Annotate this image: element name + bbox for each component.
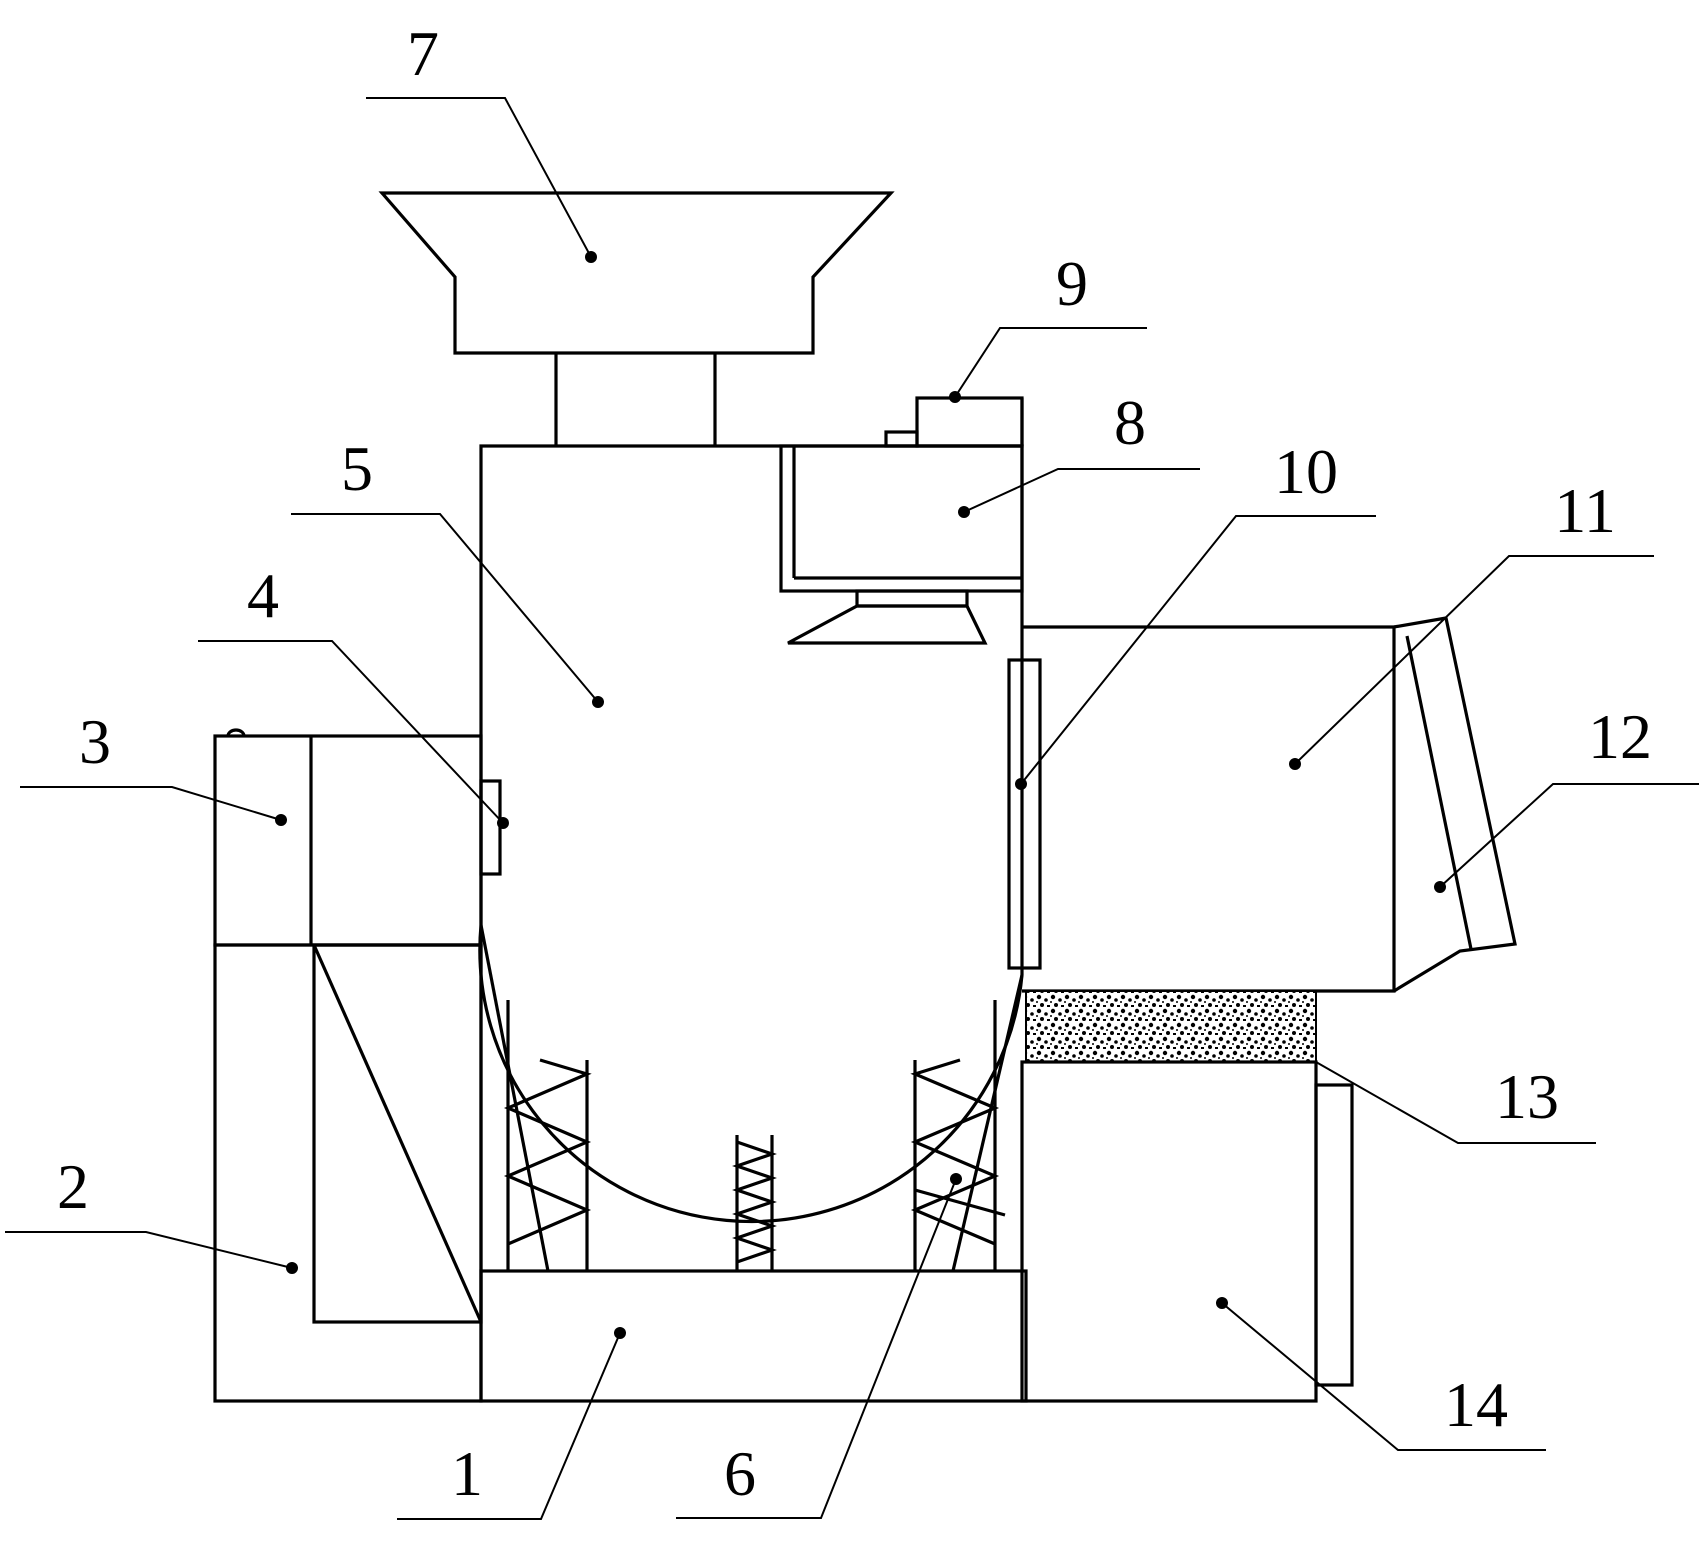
collection-box-2 [213, 943, 483, 1403]
label-13-text: 13 [1495, 1061, 1559, 1132]
upper-box-3 [213, 728, 483, 947]
label-5-text: 5 [341, 433, 373, 504]
label-12-text: 12 [1588, 701, 1652, 772]
label-14-text: 14 [1444, 1369, 1508, 1440]
label-8: 8 [958, 387, 1200, 518]
filter-layer-13 [1025, 990, 1317, 1063]
label-11: 11 [1289, 475, 1654, 770]
label-1-text: 1 [451, 1438, 483, 1509]
label-4: 4 [198, 560, 509, 829]
side-chamber-11 [1022, 625, 1396, 993]
label-3: 3 [20, 706, 287, 826]
hopper-7 [378, 191, 895, 446]
label-3-text: 3 [79, 706, 111, 777]
label-7: 7 [366, 18, 597, 263]
label-9-text: 9 [1056, 248, 1088, 319]
label-6: 6 [676, 1173, 962, 1519]
label-2: 2 [5, 1151, 298, 1274]
label-2-text: 2 [57, 1151, 89, 1222]
spring-supports-6 [479, 924, 1024, 1272]
motor-cap-9 [884, 396, 1024, 448]
motor-housing-8 [779, 398, 1024, 645]
label-8-text: 8 [1114, 387, 1146, 458]
label-10: 10 [1015, 436, 1376, 790]
main-tank-5 [478, 444, 1024, 1224]
base-1 [479, 1269, 1028, 1403]
label-10-text: 10 [1274, 436, 1338, 507]
lower-tank-14 [1020, 1060, 1354, 1403]
label-12: 12 [1434, 701, 1699, 893]
viewing-window-10 [1007, 658, 1042, 970]
label-11-text: 11 [1554, 475, 1616, 546]
label-4-text: 4 [247, 560, 279, 631]
outlet-gate-4 [479, 779, 502, 876]
label-9: 9 [949, 248, 1147, 403]
label-14: 14 [1216, 1297, 1546, 1451]
label-6-text: 6 [724, 1438, 756, 1509]
label-1: 1 [397, 1327, 626, 1520]
angled-door-12 [1393, 616, 1517, 993]
label-13: 13 [1315, 1061, 1596, 1144]
label-7-text: 7 [407, 18, 439, 89]
label-5: 5 [291, 433, 604, 708]
